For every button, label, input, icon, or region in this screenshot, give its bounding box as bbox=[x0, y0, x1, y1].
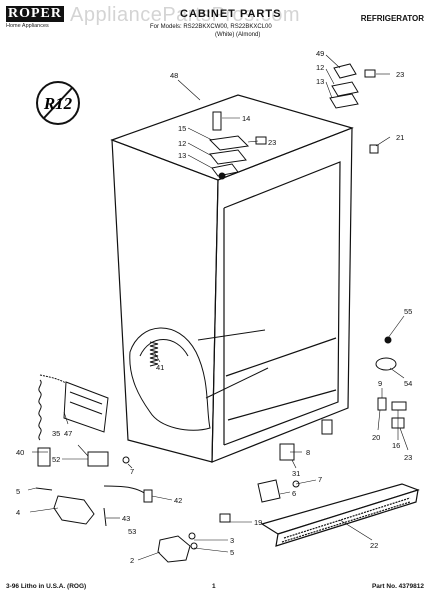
callout-2: 2 bbox=[130, 556, 134, 565]
callout-23-left: 23 bbox=[268, 138, 276, 147]
cabinet-side-cutout bbox=[129, 327, 269, 431]
callout-5-right: 5 bbox=[230, 548, 234, 557]
compressor-parts bbox=[35, 485, 231, 563]
callout-41: 41 bbox=[156, 363, 164, 372]
callout-23-bottom: 23 bbox=[404, 453, 412, 462]
callout-54: 54 bbox=[404, 379, 412, 388]
callout-8: 8 bbox=[306, 448, 310, 457]
page-title: CABINET PARTS bbox=[180, 8, 282, 20]
callout-53: 53 bbox=[128, 527, 136, 536]
callout-5-left: 5 bbox=[16, 487, 20, 496]
top-hinge-right bbox=[329, 63, 379, 154]
toe-grille bbox=[260, 483, 420, 547]
bracket-52 bbox=[87, 451, 130, 467]
callout-15: 15 bbox=[178, 124, 186, 133]
watermark: AppliancePartsPros.com bbox=[70, 4, 300, 26]
r12-badge: R12 bbox=[36, 81, 80, 125]
r12-badge-label: R12 bbox=[43, 94, 73, 113]
callout-31: 31 bbox=[292, 469, 300, 478]
footer-page-number: 1 bbox=[212, 583, 216, 590]
callout-43: 43 bbox=[122, 514, 130, 523]
brand-logo: ROPER bbox=[6, 6, 64, 22]
product-type: REFRIGERATOR bbox=[360, 14, 424, 23]
callout-7-left: 7 bbox=[130, 467, 134, 476]
callout-40: 40 bbox=[16, 448, 24, 457]
callout-13-right: 13 bbox=[316, 77, 324, 86]
callout-23-right: 23 bbox=[396, 70, 404, 79]
callout-12-left: 12 bbox=[178, 139, 186, 148]
model-numbers: For Models: RS22BKXCW00, RS22BKXCL00 bbox=[150, 24, 272, 30]
callout-22: 22 bbox=[370, 541, 378, 550]
callout-16: 16 bbox=[392, 441, 400, 450]
callout-14: 14 bbox=[242, 114, 250, 123]
callout-6: 6 bbox=[292, 489, 296, 498]
callout-21: 21 bbox=[396, 133, 404, 142]
top-hinge-left bbox=[208, 111, 267, 180]
callout-19: 19 bbox=[254, 518, 262, 527]
footer-litho: 3-96 Litho in U.S.A. (ROG) bbox=[6, 583, 87, 590]
callout-42: 42 bbox=[174, 496, 182, 505]
footer-part-number: Part No. 4379812 bbox=[371, 583, 424, 590]
callout-7-right: 7 bbox=[318, 475, 322, 484]
cabinet-body bbox=[110, 94, 354, 463]
callout-3: 3 bbox=[230, 536, 234, 545]
callout-49: 49 bbox=[316, 49, 324, 58]
callout-47: 47 bbox=[64, 429, 72, 438]
callout-55: 55 bbox=[404, 307, 412, 316]
drain-coil-41 bbox=[149, 341, 159, 367]
callout-20: 20 bbox=[372, 433, 380, 442]
callout-13-left: 13 bbox=[178, 151, 186, 160]
callout-35: 35 bbox=[52, 429, 60, 438]
callout-48: 48 bbox=[170, 71, 178, 80]
wiring-harness bbox=[37, 374, 109, 467]
bottom-hinge-parts bbox=[257, 419, 333, 503]
callout-4: 4 bbox=[16, 508, 20, 517]
brand-subtitle: Home Appliances bbox=[6, 23, 49, 29]
leader-lines bbox=[27, 54, 409, 561]
callout-52: 52 bbox=[52, 455, 60, 464]
part-callouts: 48 15 14 12 23 13 49 12 13 23 21 41 35 4… bbox=[16, 49, 412, 565]
callout-9: 9 bbox=[378, 379, 382, 388]
callout-12-right: 12 bbox=[316, 63, 324, 72]
model-colors: (White) (Almond) bbox=[215, 32, 261, 38]
